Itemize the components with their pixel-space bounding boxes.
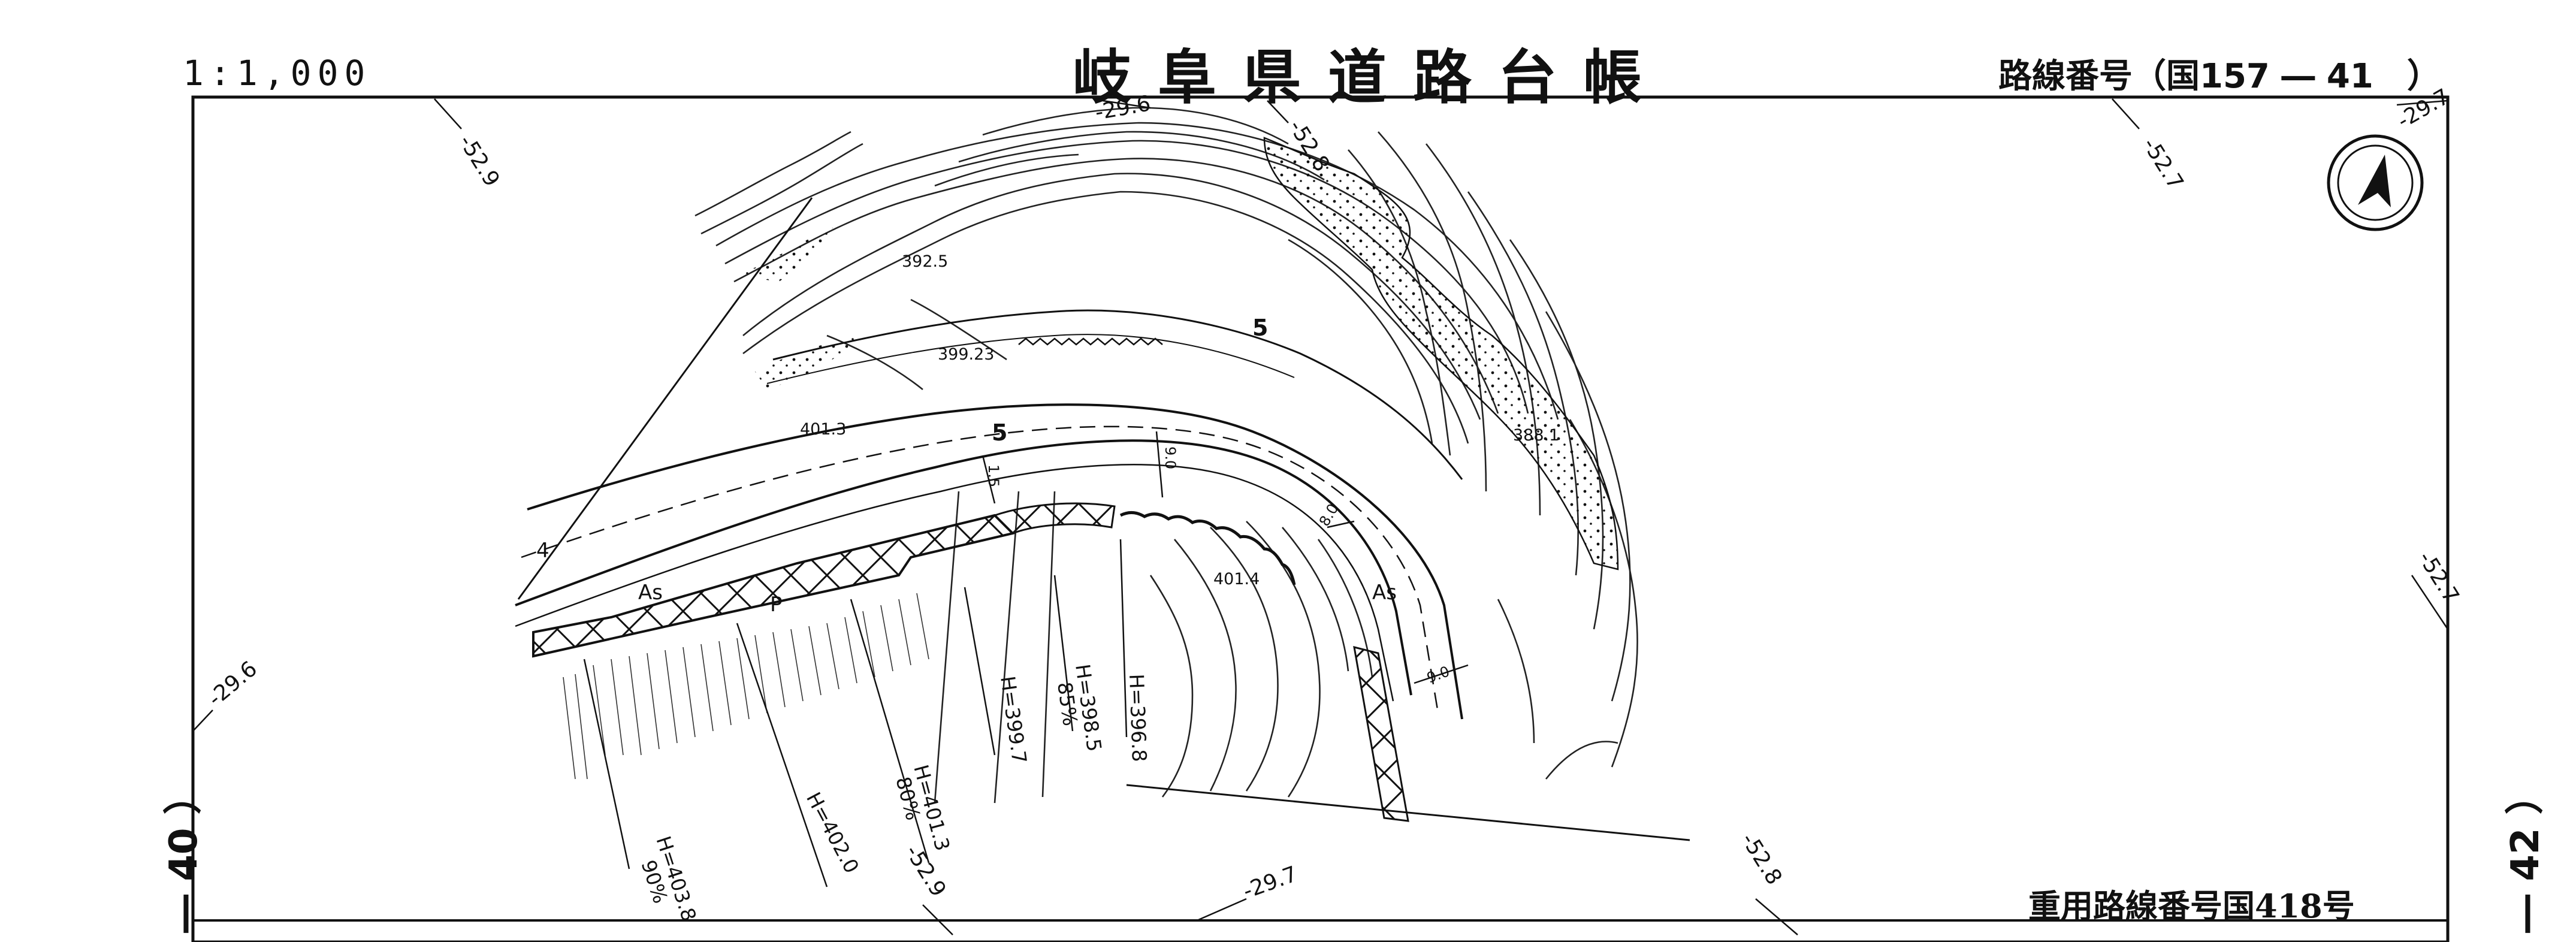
pavement-label: As	[1372, 581, 1397, 605]
grid-label: -29.6	[203, 657, 262, 711]
grid-label: -52.7	[2413, 547, 2463, 608]
slope-hachures	[563, 593, 929, 780]
route-number: 路線番号（国157 ― 41 ）	[1998, 57, 2441, 96]
slope-height-label: H=396.8	[1125, 674, 1151, 762]
width-label: 1.5	[985, 464, 1002, 487]
cliff-area	[1263, 137, 1619, 570]
grid-label: -52.9	[454, 131, 504, 191]
contour-lines	[694, 107, 1638, 804]
station-label: 4	[536, 539, 549, 563]
station-label: 5	[1252, 315, 1268, 341]
grid-label: -52.8	[1736, 829, 1786, 889]
map-scale: 1:1,000	[183, 53, 372, 93]
elevation-label: 388.1	[1513, 426, 1559, 445]
station-label: 5	[992, 419, 1007, 446]
elevation-label: 399.23	[938, 345, 994, 364]
north-arrow-icon	[2327, 134, 2424, 231]
map-title: 岐阜県道路台帳	[1073, 43, 1669, 112]
width-label: 9.0	[1162, 446, 1179, 469]
grid-label: -29.7	[2393, 84, 2454, 134]
grid-ticks	[192, 98, 2449, 935]
elevation-label: 392.5	[902, 252, 948, 271]
sidewalk-label: P	[770, 593, 783, 617]
grid-label: -29.7	[1240, 862, 1301, 904]
road	[515, 309, 1463, 720]
elevation-label: 401.3	[800, 420, 846, 439]
width-label: 9.0	[1424, 663, 1451, 686]
pavement-label: As	[638, 581, 663, 605]
slope-height-label: H=402.0	[802, 788, 863, 877]
grid-label: -52.7	[2137, 134, 2188, 194]
elevation-label: 401.4	[1213, 570, 1260, 588]
overlap-route-label: 重用路線番号国418号	[2028, 887, 2355, 925]
map-frame	[191, 95, 2450, 942]
